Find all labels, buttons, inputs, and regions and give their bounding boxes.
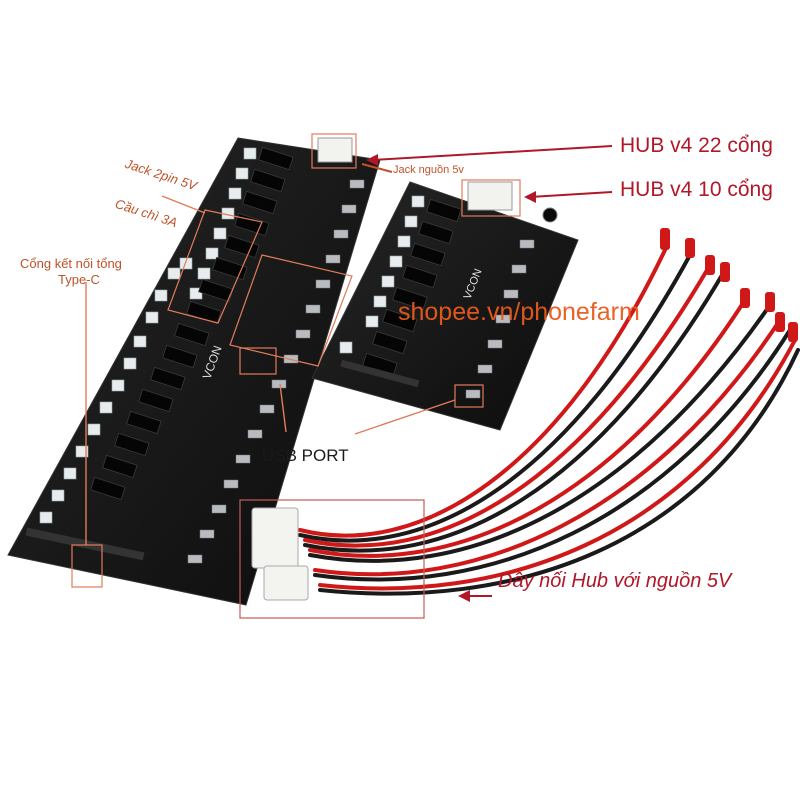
fuse-column-large: [90, 146, 294, 501]
power-connector-large: [317, 137, 353, 163]
header-strip-small: [340, 359, 420, 388]
type-c-label-line2: Type-C: [58, 272, 100, 287]
usb-port-label: USB PORT: [262, 446, 349, 465]
header-strip-large: [25, 527, 145, 561]
hub22-label: HUB v4 22 cổng: [620, 134, 773, 157]
callout-arrows: [85, 145, 613, 602]
hub10-label: HUB v4 10 cổng: [620, 178, 773, 201]
fork-terminals: [660, 228, 798, 342]
jack-column-large: [39, 147, 257, 524]
power-connector-small: [467, 181, 513, 211]
type-c-label-line1: Cổng kết nối tổng: [20, 256, 122, 271]
capacitor-small: [542, 207, 558, 223]
cable-label: Dây nối Hub với nguồn 5V: [498, 570, 732, 592]
watermark: shopee.vn/phonefarm: [398, 298, 640, 326]
cable-harness: [298, 248, 800, 596]
hub-10-board: VCON: [311, 181, 579, 431]
hub-22-board: VCON: [7, 137, 381, 606]
jack-power-label: Jack nguồn 5v: [393, 164, 464, 176]
molex-plugs: [251, 507, 309, 601]
jack-column-small: [339, 195, 425, 354]
callout-boxes: [71, 133, 521, 619]
usb-column-large: [187, 179, 365, 564]
usb-column-small: [465, 239, 535, 399]
